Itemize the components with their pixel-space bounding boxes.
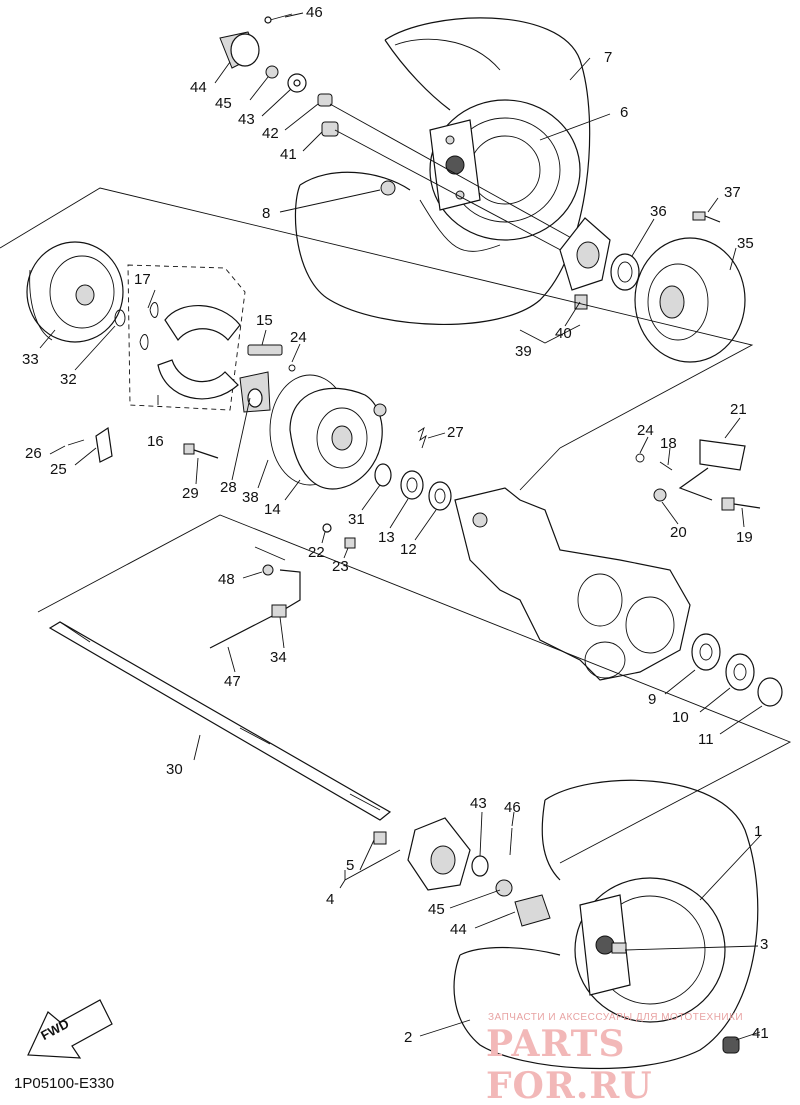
callout-35: 35 xyxy=(737,235,754,252)
callout-20: 20 xyxy=(670,524,687,541)
callout-41: 41 xyxy=(280,146,297,163)
top-wheel-nut-8 xyxy=(380,180,396,196)
callout-21: 21 xyxy=(730,401,747,418)
callout-14: 14 xyxy=(264,501,281,518)
callout-13: 13 xyxy=(378,529,395,546)
washer-22 xyxy=(322,523,332,533)
callout-39: 39 xyxy=(515,343,532,360)
callout-2: 2 xyxy=(404,1029,413,1046)
leader-lines xyxy=(39,12,763,1041)
top-wheel-rim xyxy=(429,99,581,241)
bearing-31 xyxy=(374,463,392,487)
callout-43: 43 xyxy=(238,111,255,128)
washer-43b xyxy=(471,855,489,877)
callout-37: 37 xyxy=(724,184,741,201)
callout-44: 44 xyxy=(190,79,207,96)
callout-41b: 41 xyxy=(752,1025,769,1042)
callout-9: 9 xyxy=(648,691,657,708)
pin-25-26 xyxy=(67,426,113,463)
callout-42: 42 xyxy=(262,125,279,142)
callout-29: 29 xyxy=(182,485,199,502)
brake-drum-cover-35 xyxy=(634,237,746,363)
fwd-arrow xyxy=(27,999,113,1059)
callout-18: 18 xyxy=(660,435,677,452)
brake-drum-33 xyxy=(26,241,124,343)
callout-44b: 44 xyxy=(450,921,467,938)
group-outline-lower xyxy=(37,514,792,864)
rear-axle-housing xyxy=(454,487,691,681)
group-outline-upper xyxy=(0,187,754,491)
callout-5: 5 xyxy=(346,857,355,874)
rear-axle-30 xyxy=(48,621,392,821)
brake-lever-21 xyxy=(635,439,761,511)
bearing-13 xyxy=(400,470,424,500)
callout-12: 12 xyxy=(400,541,417,558)
watermark-tagline: ЗАПЧАСТИ И АКСЕССУАРЫ ДЛЯ МОТОТЕХНИКИ xyxy=(488,1012,744,1023)
bottom-wheel-rim xyxy=(574,877,726,1023)
o-ring-32 xyxy=(114,309,126,327)
diagram-code: 1P05100-E330 xyxy=(14,1075,115,1092)
bottom-tire xyxy=(453,779,759,1070)
callout-31: 31 xyxy=(348,511,365,528)
callout-16: 16 xyxy=(147,433,164,450)
callout-45: 45 xyxy=(215,95,232,112)
callout-40: 40 xyxy=(555,325,572,342)
callout-28: 28 xyxy=(220,479,237,496)
brake-shoe-kit-16 xyxy=(127,264,271,413)
top-tire xyxy=(294,17,591,325)
callout-24: 24 xyxy=(290,329,307,346)
cable-holder-34 xyxy=(209,564,301,649)
callout-6: 6 xyxy=(620,104,629,121)
spacer-11 xyxy=(757,677,783,707)
seal-36 xyxy=(610,253,640,291)
spring-27 xyxy=(417,426,427,449)
callout-7: 7 xyxy=(604,49,613,66)
seal-10 xyxy=(725,653,755,691)
callout-32: 32 xyxy=(60,371,77,388)
callout-10: 10 xyxy=(672,709,689,726)
callout-34: 34 xyxy=(270,649,287,666)
callout-47: 47 xyxy=(224,673,241,690)
nut-45b xyxy=(495,879,513,897)
bolt-23 xyxy=(344,537,356,549)
callout-3: 3 xyxy=(760,936,769,953)
watermark-logo: PARTS FOR.RU xyxy=(486,1023,653,1105)
callout-15: 15 xyxy=(256,312,273,329)
bearing-9 xyxy=(691,633,721,671)
callout-1: 1 xyxy=(754,823,763,840)
cap-44b xyxy=(514,894,551,927)
bolt-29 xyxy=(183,443,219,459)
callout-36: 36 xyxy=(650,203,667,220)
callout-22: 22 xyxy=(308,544,325,561)
brake-panel-14 xyxy=(269,374,387,490)
top-hub-parts xyxy=(219,13,576,256)
callout-46: 46 xyxy=(306,4,323,21)
callout-17: 17 xyxy=(134,271,151,288)
callout-33: 33 xyxy=(22,351,39,368)
callout-46b: 46 xyxy=(504,799,521,816)
callout-38: 38 xyxy=(242,489,259,506)
brake-camshaft-15 xyxy=(247,344,296,372)
hub-39 xyxy=(559,217,611,310)
callout-23: 23 xyxy=(332,558,349,575)
callout-25: 25 xyxy=(50,461,67,478)
hub-4 xyxy=(373,817,471,891)
callout-45b: 45 xyxy=(428,901,445,918)
callout-26: 26 xyxy=(25,445,42,462)
seal-12 xyxy=(428,481,452,511)
pin-46b xyxy=(509,827,513,856)
callout-8: 8 xyxy=(262,205,271,222)
callout-19: 19 xyxy=(736,529,753,546)
callout-43b: 43 xyxy=(470,795,487,812)
bolt-37 xyxy=(692,211,721,223)
nut-41b xyxy=(722,1036,740,1054)
callout-11: 11 xyxy=(698,731,714,748)
callout-27: 27 xyxy=(447,424,464,441)
callout-48: 48 xyxy=(218,571,235,588)
callout-30: 30 xyxy=(166,761,183,778)
callout-4: 4 xyxy=(326,891,335,908)
callout-24b: 24 xyxy=(637,422,654,439)
